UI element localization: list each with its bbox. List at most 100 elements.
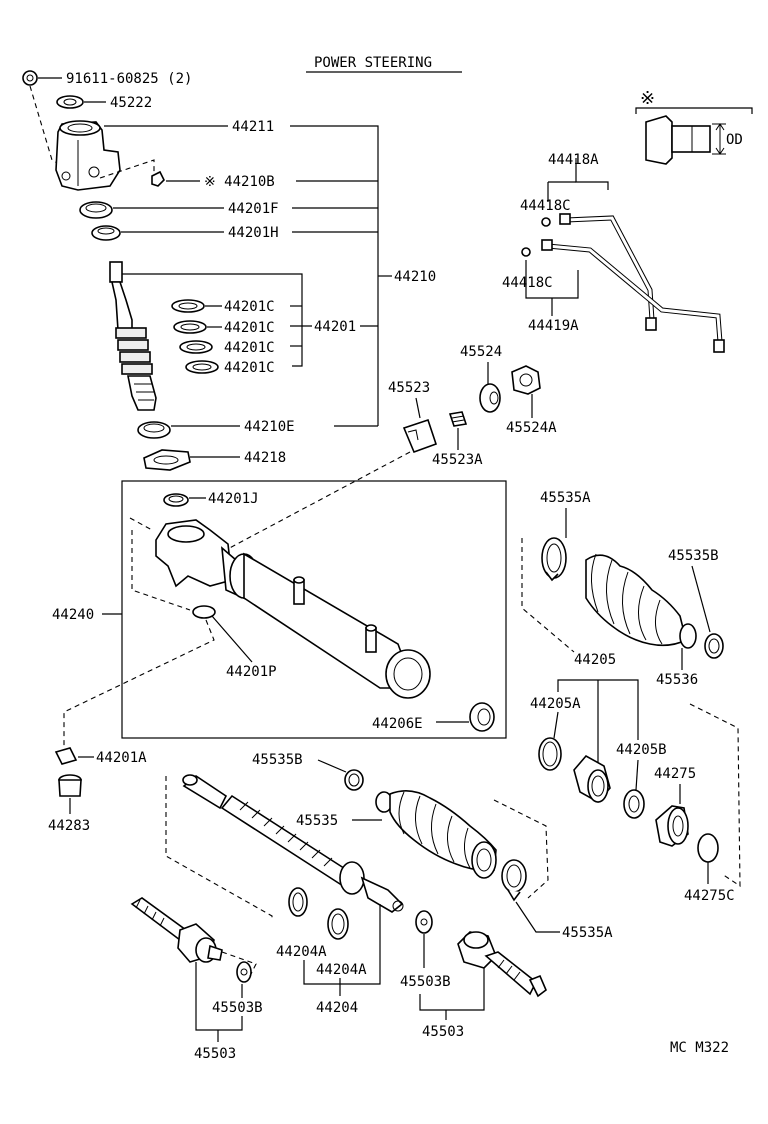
label-44201: 44201 — [314, 319, 356, 335]
label-44201J: 44201J — [208, 491, 259, 507]
boot-45535-icon — [375, 790, 497, 879]
label-44204: 44204 — [316, 1000, 358, 1016]
label-45222: 45222 — [110, 95, 152, 111]
label-45524: 45524 — [460, 344, 502, 360]
label-44201P: 44201P — [226, 664, 277, 680]
label-44211: 44211 — [232, 119, 274, 135]
label-45523A: 45523A — [432, 452, 483, 468]
label-44240: 44240 — [52, 607, 94, 623]
gasket-44218-icon — [143, 449, 191, 471]
seal-44201H-icon — [91, 225, 121, 241]
locknut-45524A-icon — [511, 365, 541, 395]
label-45535: 45535 — [296, 813, 338, 829]
valve-housing-44211-icon — [55, 120, 121, 191]
label-45503-2: 45503 — [422, 1024, 464, 1040]
label-44418C-2: 44418C — [502, 275, 553, 291]
housing-44240-box — [121, 480, 507, 739]
label-44419A: 44419A — [528, 318, 579, 334]
diagram-title: POWER STEERING — [314, 55, 432, 71]
gear-housing-icon — [155, 519, 431, 699]
bracket-44204 — [303, 904, 381, 985]
dashed-housing-path — [129, 517, 191, 611]
od-fitting-icon — [645, 115, 726, 165]
dashed-plug-path — [63, 619, 215, 746]
label-44210E: 44210E — [244, 419, 295, 435]
bushing-44275-icon — [655, 805, 689, 847]
marker-symbol: ※ — [640, 88, 655, 109]
snap-ring-44275C-icon — [697, 833, 719, 863]
label-44201C-1: 44201C — [224, 299, 275, 315]
bearing-44210E-icon — [137, 421, 171, 439]
adjuster-45524-icon — [479, 383, 501, 413]
label-45503B-1: 45503B — [212, 1000, 263, 1016]
label-44418C-1: 44418C — [520, 198, 571, 214]
od-label: OD — [726, 132, 743, 148]
label-44283: 44283 — [48, 818, 90, 834]
label-44205B: 44205B — [616, 742, 667, 758]
clamp-45535B-2-icon — [344, 769, 364, 791]
footer-code: MC M322 — [670, 1040, 729, 1056]
label-44201A: 44201A — [96, 750, 147, 766]
bracket-45503-2 — [419, 968, 485, 1011]
washer-45503B-1-icon — [236, 961, 252, 983]
dashed-44210B-path — [99, 159, 155, 179]
label-44210B: ※ 44210B — [204, 174, 275, 190]
label-45535A-1: 45535A — [540, 490, 591, 506]
clamp-45535A-2-icon — [501, 859, 527, 902]
label-45503-1: 45503 — [194, 1046, 236, 1062]
clamp-45535B-1-icon — [704, 633, 724, 659]
label-44201C-2: 44201C — [224, 320, 275, 336]
seal-44201F-icon — [79, 201, 113, 219]
bracket-44418A — [575, 158, 609, 190]
label-45536: 45536 — [656, 672, 698, 688]
label-44204A-1: 44204A — [276, 944, 327, 960]
bracket-44210 — [290, 125, 379, 426]
plug-44283-icon — [58, 774, 82, 797]
ring-44205A-icon — [538, 737, 562, 771]
bracket-45503-1 — [195, 962, 243, 1031]
label-45524A: 45524A — [506, 420, 557, 436]
ring-44205B-icon — [623, 789, 645, 819]
clamp-45535A-1-icon — [541, 537, 567, 582]
label-44210: 44210 — [394, 269, 436, 285]
label-44204A-2: 44204A — [316, 962, 367, 978]
rack-bar-icon — [182, 774, 404, 913]
seal-44201P-icon — [192, 605, 216, 619]
od-inset-bracket — [635, 107, 753, 114]
label-44205A: 44205A — [530, 696, 581, 712]
label-44201F: 44201F — [228, 201, 279, 217]
washer-45222-icon — [56, 95, 84, 109]
label-44275: 44275 — [654, 766, 696, 782]
plug-44210B-icon — [151, 170, 165, 187]
bushing-44205-icon — [573, 754, 611, 804]
label-44418A: 44418A — [548, 152, 599, 168]
clip-44418C-1-icon — [541, 217, 551, 227]
bolt-91611-icon — [22, 70, 38, 86]
label-45535A-2: 45535A — [562, 925, 613, 941]
dashed-rack-right-path — [493, 799, 549, 899]
seal-rings-44201C-icon — [171, 299, 219, 374]
washer-45503B-2-icon — [415, 910, 433, 934]
label-45535B-2: 45535B — [252, 752, 303, 768]
label-44201H: 44201H — [228, 225, 279, 241]
tie-rod-end-left-icon — [130, 897, 223, 963]
pinion-shaft-icon — [109, 261, 157, 411]
dashed-rack-left-path — [165, 776, 273, 920]
label-45503B-2: 45503B — [400, 974, 451, 990]
boot-45536-icon — [585, 553, 697, 649]
ring-44204A-1-icon — [288, 887, 308, 917]
label-44201C-3: 44201C — [224, 340, 275, 356]
spring-45523A-icon — [448, 411, 468, 427]
label-44201C-4: 44201C — [224, 360, 275, 376]
tie-rod-end-right-icon — [457, 931, 547, 998]
rack-guide-45523-icon — [402, 418, 438, 454]
bushing-44206E-icon — [469, 702, 495, 732]
label-44205: 44205 — [574, 652, 616, 668]
cap-44201A-icon — [54, 747, 78, 765]
pressure-tube-icon — [541, 213, 725, 353]
label-45535B-1: 45535B — [668, 548, 719, 564]
bracket-44201 — [122, 273, 303, 367]
label-44206E: 44206E — [372, 716, 423, 732]
